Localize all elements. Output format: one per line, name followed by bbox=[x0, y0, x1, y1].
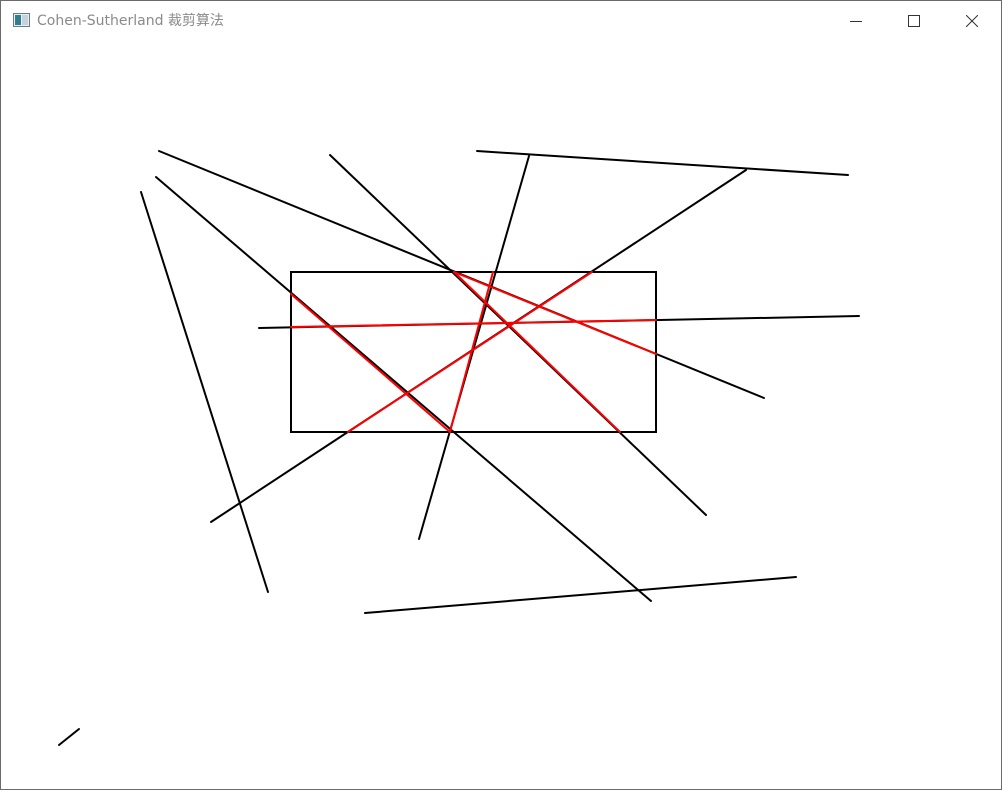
minimize-button[interactable] bbox=[827, 1, 885, 41]
window-title: Cohen-Sutherland 裁剪算法 bbox=[37, 13, 224, 29]
maximize-icon bbox=[908, 15, 920, 27]
segment-5 bbox=[476, 150, 849, 176]
clip-window-rect bbox=[290, 271, 657, 433]
title-bar[interactable]: Cohen-Sutherland 裁剪算法 bbox=[1, 1, 1001, 41]
clipped-segment-7 bbox=[347, 271, 593, 433]
close-icon bbox=[966, 15, 978, 27]
clipped-segment-1 bbox=[453, 271, 657, 355]
clipped-segment-2 bbox=[290, 293, 451, 433]
app-window-icon bbox=[13, 13, 30, 27]
segment-10 bbox=[58, 728, 80, 746]
maximize-button[interactable] bbox=[885, 1, 943, 41]
minimize-icon bbox=[850, 21, 862, 22]
clipped-segment-8 bbox=[290, 319, 657, 328]
drawing-canvas[interactable] bbox=[1, 41, 1001, 789]
segment-2 bbox=[155, 176, 652, 602]
close-button[interactable] bbox=[943, 1, 1001, 41]
segment-3 bbox=[140, 191, 269, 593]
clipped-segment-4 bbox=[453, 271, 621, 433]
segment-9 bbox=[364, 576, 797, 614]
segment-6 bbox=[418, 155, 530, 540]
